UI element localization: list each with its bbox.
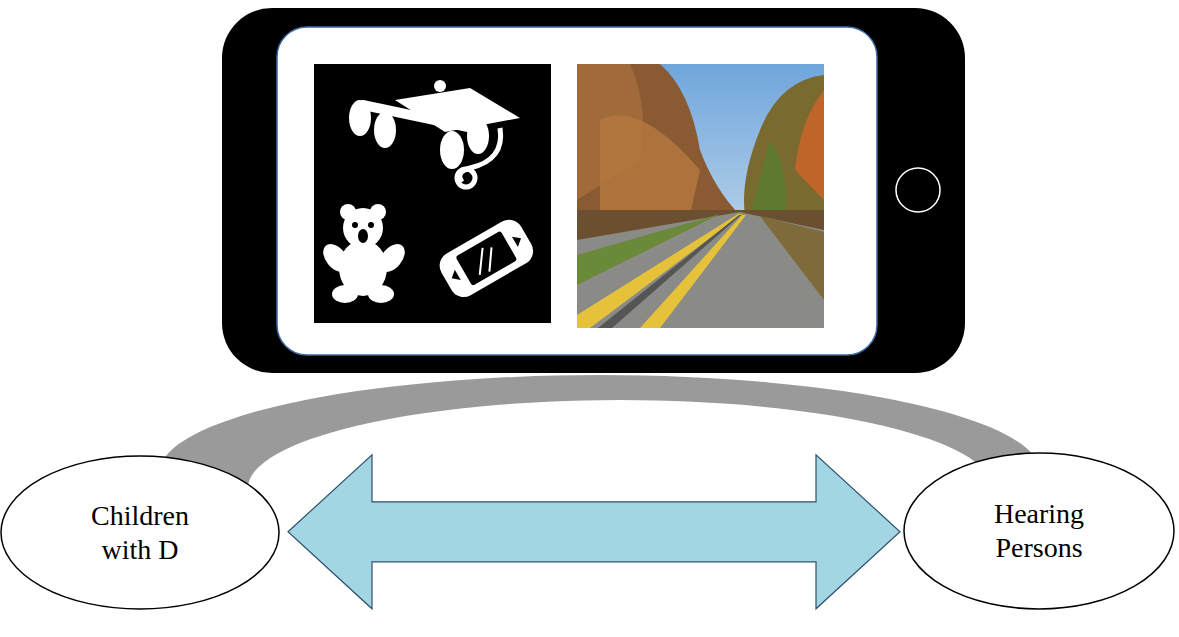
node-label: Children with D	[70, 499, 210, 567]
home-button	[896, 168, 940, 212]
toy-wagon-icon	[349, 80, 520, 187]
double-arrow	[288, 455, 900, 609]
road-photo	[577, 64, 824, 328]
ellipse-outline	[0, 455, 280, 610]
ellipse-outline	[903, 452, 1175, 610]
phone-body	[222, 8, 965, 373]
teddy-bear-icon	[318, 204, 410, 303]
game-console-icon	[435, 215, 539, 303]
ellipse-node: Children with D	[0, 455, 280, 610]
grey-arc-band	[160, 375, 1040, 488]
node-label: Hearing Persons	[969, 497, 1109, 565]
toy-icon-panel	[314, 64, 551, 323]
phone-screen	[277, 27, 877, 355]
ellipse-node: Hearing Persons	[903, 452, 1175, 610]
